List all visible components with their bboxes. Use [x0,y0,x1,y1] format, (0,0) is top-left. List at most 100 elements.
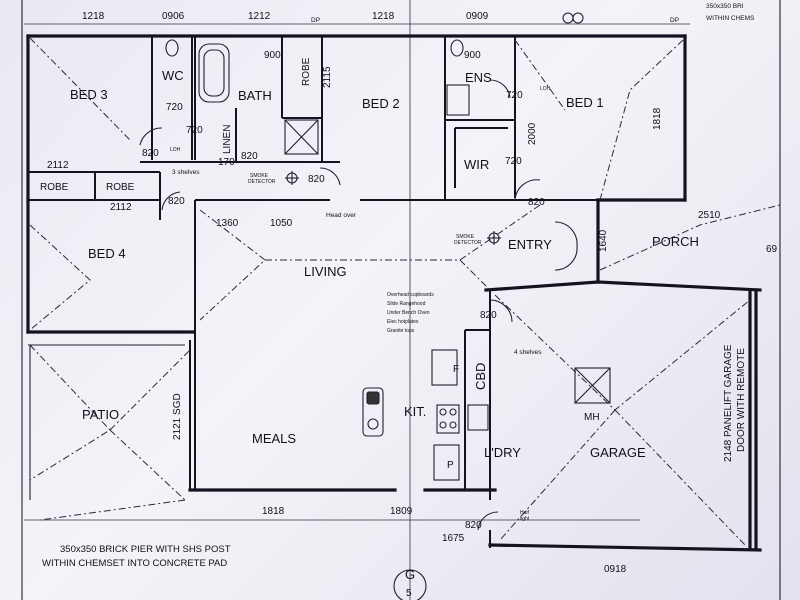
annotation-top-right-b: WITHIN CHEMS [706,15,755,22]
room-label-mh: MH [584,412,600,423]
room-label-patio: PATIO [82,407,119,422]
bathtub [198,43,230,103]
dim-1050: 1050 [270,218,293,229]
dim-porch-69: 69 [766,244,778,255]
dim-2112-bottom: 2112 [110,202,132,213]
room-label-garage: GARAGE [590,445,646,460]
room-label-robe-3: ROBE [301,57,312,86]
pantry [433,444,460,481]
dim-top-0906: 0906 [162,11,185,22]
dim-porch-2510: 2510 [698,210,721,221]
room-label-robe-2: ROBE [106,182,135,193]
label-pantry: P [447,460,454,471]
door-bed3 [139,127,163,146]
wall-garage-top [484,280,600,292]
door-bed1 [514,179,541,201]
dim-2112-top: 2112 [47,160,69,171]
dim-wir-720: 720 [505,156,522,167]
annotation-head-over: Head over [326,212,357,219]
toilet-wc [165,39,179,57]
dim-wc-720: 720 [166,102,183,113]
kitchen-note: Granite tops [387,328,415,334]
door-bed4 [161,191,181,211]
kitchen-island-sink [362,387,384,437]
meter-icon [562,12,574,24]
dim-wir-2000: 2000 [527,122,538,145]
room-label-living: LIVING [304,264,347,279]
wall-garage-top-right [596,280,762,292]
dim-720-b: 720 [186,125,203,136]
room-label-kit: KIT. [404,404,426,419]
annotation-loh-1: LOH [170,147,181,153]
wall-garage-bottom [488,543,762,552]
room-label-ldry: L'DRY [484,445,521,460]
label-dp-2: DP [670,17,679,24]
dim-top-1212: 1212 [248,11,271,22]
kitchen-note: Under Bench Oven [387,310,430,316]
label-fridge: F [453,364,459,375]
cooktop [436,404,460,434]
room-label-cbd: CBD [473,363,488,390]
room-label-wc: WC [162,68,184,83]
dim-hall-820: 820 [168,196,185,207]
dim-top-0909: 0909 [466,11,489,22]
room-label-bed3: BED 3 [70,87,108,102]
dim-top-1218-a: 1218 [82,11,105,22]
dim-top-1218-b: 1218 [372,11,395,22]
door-bed2 [319,167,341,186]
annotation-top-right-a: 350x350 BRI [706,3,744,10]
door-ens [489,79,511,99]
dim-patio-2121-sgd: 2121 SGD [172,393,183,440]
laundry-tub [467,404,489,431]
annotation-smoke-2b: DETECTOR [454,240,482,246]
dim-bottom-1818: 1818 [262,506,285,517]
annotation-4-shelves: 4 shelves [514,349,542,356]
room-label-ens: ENS [465,70,492,85]
kitchen-note: Elec hotplates [387,319,419,325]
manhole-box [574,367,611,404]
annotation-pier-a: 350x350 BRICK PIER WITH SHS POST [60,544,231,555]
kitchen-note: Overhead cupboards [387,292,434,298]
dim-ldry-820: 820 [465,520,482,531]
dim-bath-900: 900 [264,50,281,61]
room-label-wir: WIR [464,157,489,172]
door-entry [554,221,578,271]
dim-1360: 1360 [216,218,239,229]
grid-letter: G [405,567,415,582]
dim-kit-820: 820 [480,310,497,321]
annotation-garage-door-b: DOOR WITH REMOTE [736,348,747,452]
dim-bottom-0918: 0918 [604,564,627,575]
annotation-smoke-1b: DETECTOR [248,179,276,185]
dim-porch-1640: 1640 [598,229,609,252]
annotation-pier-b: WITHIN CHEMSET INTO CONCRETE PAD [42,558,227,569]
dim-robe-2115: 2115 [322,66,333,88]
dim-linen-170: 170 [218,157,235,168]
annotation-3-shelves: 3 shelves [172,169,200,176]
annotation-garage-door-a: 2148 PANELIFT GARAGE [723,344,734,462]
dim-bed2-820: 820 [308,174,325,185]
toilet-ens [450,39,464,57]
grid-bubble [393,569,427,600]
room-label-entry: ENTRY [508,237,552,252]
room-label-bed2: BED 2 [362,96,400,111]
dim-bottom-1809: 1809 [390,506,413,517]
annotation-smoke-2a: SMOKE [456,234,475,240]
room-label-linen: LINEN [222,125,233,154]
room-label-porch: PORCH [652,234,699,249]
dim-entry-820: 820 [528,197,545,208]
door-garage-internal [489,299,513,323]
annotation-half-light-a: Half [520,510,530,516]
door-ldry-external [477,511,499,531]
dim-bath-820: 820 [241,151,258,162]
dim-ens-720: 720 [506,90,523,101]
room-label-bed4: BED 4 [88,246,126,261]
room-label-bed1: BED 1 [566,95,604,110]
dim-bed3-820: 820 [142,148,159,159]
label-dp-1: DP [311,17,320,24]
annotation-half-light-b: light [520,516,530,522]
vanity-ens [446,84,470,116]
room-label-bath: BATH [238,88,272,103]
annotation-smoke-1a: SMOKE [250,173,269,179]
